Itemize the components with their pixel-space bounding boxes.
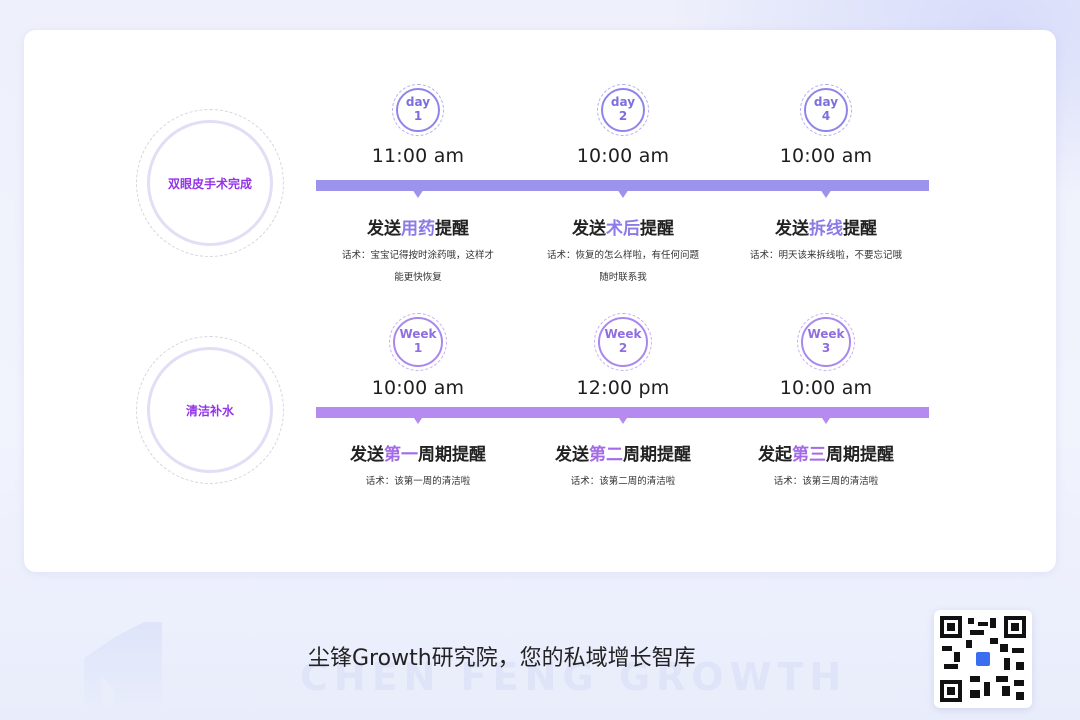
pointer-icon bbox=[818, 412, 834, 424]
reminder-title: 发送用药提醒 bbox=[367, 219, 469, 239]
timeline-bar bbox=[316, 180, 929, 191]
badge-number: 2 bbox=[618, 109, 628, 123]
script-text: 话术：该第二周的清洁啦 bbox=[570, 476, 676, 487]
badge-number: 3 bbox=[821, 341, 831, 355]
time-label: 10:00 am bbox=[779, 377, 873, 399]
badge-number: 4 bbox=[821, 109, 831, 123]
pointer-icon bbox=[615, 186, 631, 198]
time-label: 10:00 am bbox=[371, 377, 465, 399]
badge-number: 2 bbox=[618, 341, 628, 355]
script-text: 话术：该第三周的清洁啦 bbox=[773, 476, 879, 487]
reminder-title: 发送拆线提醒 bbox=[775, 219, 877, 239]
category-label: 清洁补水 bbox=[147, 347, 273, 473]
time-label: 11:00 am bbox=[371, 145, 465, 167]
category-circle: 双眼皮手术完成 bbox=[136, 109, 284, 257]
badge-unit: day bbox=[813, 95, 839, 110]
reminder-title: 发送第二周期提醒 bbox=[555, 445, 691, 465]
script-text: 话术：该第一周的清洁啦 bbox=[365, 476, 471, 487]
badge-unit: day bbox=[610, 95, 636, 110]
badge-number: 1 bbox=[413, 109, 423, 123]
time-label: 10:00 am bbox=[779, 145, 873, 167]
badge-unit: Week bbox=[807, 327, 845, 342]
reminder-title: 发送第一周期提醒 bbox=[350, 445, 486, 465]
qr-code-icon[interactable] bbox=[934, 610, 1032, 708]
footer-banner: CHEN FENG GROWTH 尘锋Growth研究院，您的私域增长智库 bbox=[0, 597, 1080, 720]
script-text: 话术：明天该来拆线啦，不要忘记哦 bbox=[749, 250, 902, 261]
badge-number: 1 bbox=[413, 341, 423, 355]
pointer-icon bbox=[615, 412, 631, 424]
badge-unit: Week bbox=[399, 327, 437, 342]
category-label: 双眼皮手术完成 bbox=[147, 120, 273, 246]
badge-unit: Week bbox=[604, 327, 642, 342]
reminder-title: 发送术后提醒 bbox=[572, 219, 674, 239]
category-circle: 清洁补水 bbox=[136, 336, 284, 484]
pointer-icon bbox=[410, 412, 426, 424]
pointer-icon bbox=[818, 186, 834, 198]
watermark-text: CHEN FENG GROWTH bbox=[300, 655, 848, 699]
brand-logo-icon bbox=[974, 650, 992, 668]
bar-graph-decoration-icon bbox=[84, 622, 162, 720]
script-text: 话术：恢复的怎么样啦，有任何问题随时联系我 bbox=[546, 250, 699, 283]
time-label: 10:00 am bbox=[576, 145, 670, 167]
time-label: 12:00 pm bbox=[576, 377, 670, 399]
script-text: 话术：宝宝记得按时涂药哦，这样才能更快恢复 bbox=[341, 250, 494, 283]
pointer-icon bbox=[410, 186, 426, 198]
badge-unit: day bbox=[405, 95, 431, 110]
footer-slogan: 尘锋Growth研究院，您的私域增长智库 bbox=[308, 646, 696, 671]
reminder-title: 发起第三周期提醒 bbox=[758, 445, 894, 465]
